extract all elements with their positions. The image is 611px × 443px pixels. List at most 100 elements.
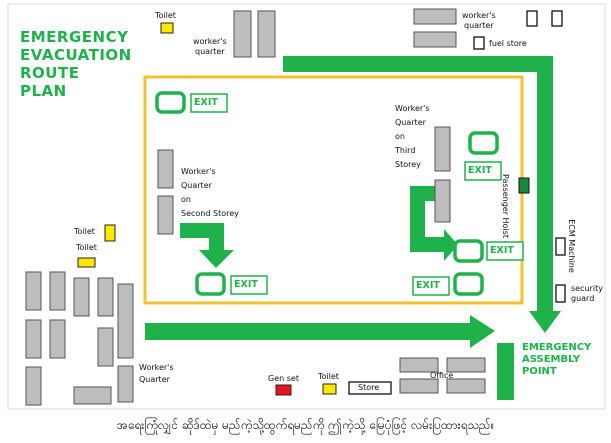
passenger-hoist [518, 177, 530, 194]
store-box [348, 381, 392, 395]
plan-title-line-3: ROUTE [20, 64, 80, 82]
label-workers-quarter-top-right: worker's quarter [462, 11, 496, 31]
quarter-bottom-block-7 [49, 319, 66, 359]
office-block-1 [399, 357, 439, 373]
office-block-4 [446, 378, 486, 394]
label-assembly-point: EMERGENCY ASSEMBLY POINT [522, 342, 591, 378]
label-line: quarter [194, 47, 225, 56]
label-line: EMERGENCY [522, 342, 592, 353]
quarter-top-block-4 [413, 31, 457, 48]
third-storey-block-2 [434, 179, 451, 223]
quarter-bottom-block-8 [97, 327, 114, 367]
small-box-top-1 [526, 10, 538, 27]
exit-sign-bottom-left [230, 275, 268, 295]
label-line: Worker's [139, 363, 174, 372]
label-fuel-store: fuel store [489, 39, 527, 48]
quarter-top-block-3 [413, 8, 457, 25]
label-line: ASSEMBLY [522, 354, 581, 365]
route-right-inner-arrowhead [444, 229, 458, 261]
label-line: security [571, 284, 603, 293]
label-toilet-left-1: Toilet [74, 227, 95, 236]
label-line: Storey [395, 160, 421, 169]
exit-sign-right-lower [412, 276, 450, 296]
label-store: Store [358, 383, 380, 392]
label-third-storey: Worker's Quarter on Third Storey [395, 102, 430, 172]
gen-set-box [275, 384, 292, 396]
quarter-bottom-block-10 [73, 386, 112, 405]
label-workers-quarter-top-left: worker's quarter [193, 37, 227, 57]
quarter-bottom-block-11 [117, 365, 134, 403]
plan-title: EMERGENCY EVACUATION ROUTE PLAN [20, 28, 132, 100]
exit-door-right-upper [468, 131, 499, 155]
route-right-inner-h [410, 237, 446, 252]
route-right-inner-v [410, 186, 425, 252]
label-passenger-hoist: Passenger Hoist [501, 174, 510, 238]
site-boundary [7, 3, 606, 410]
label-toilet-top: Toilet [155, 11, 176, 20]
second-storey-block-2 [157, 195, 174, 235]
quarter-bottom-block-1 [25, 271, 42, 311]
route-right [537, 56, 553, 311]
caption: အရေးကြုံလျှင် ဆိုဒ်ထဲမှ မည်ကဲ့သို့ထွက်ရမ… [116, 418, 495, 432]
route-bottom [145, 323, 473, 340]
label-office: Office [430, 371, 454, 380]
label-line: worker's [193, 37, 227, 46]
label-security-guard: security guard [571, 284, 603, 304]
plan-title-line-2: EVACUATION [20, 46, 132, 64]
office-block-2 [446, 357, 486, 373]
exit-text-top-left: EXIT [194, 97, 218, 108]
label-line: Quarter [395, 118, 426, 127]
plan-title-line-1: EMERGENCY [20, 28, 129, 46]
label-second-storey: Worker's Quarter on Second Storey [181, 165, 239, 221]
toilet-left-2 [77, 257, 96, 268]
label-line: Quarter [181, 181, 212, 190]
exit-sign-top-left [190, 93, 228, 113]
label-line: Worker's [395, 104, 430, 113]
security-guard-box [555, 284, 566, 303]
label-toilet-left-2: Toilet [76, 243, 97, 252]
route-left-inner-arrowhead [199, 250, 234, 268]
label-toilet-bottom: Toilet [318, 372, 339, 381]
quarter-bottom-block-3 [73, 277, 90, 317]
assembly-point-area [497, 343, 514, 400]
quarter-top-block-2 [257, 10, 276, 58]
label-line: Second Storey [181, 209, 239, 218]
evacuation-site-plan [7, 3, 606, 410]
exit-text-right-lower: EXIT [416, 280, 440, 291]
route-bottom-arrowhead [470, 315, 495, 348]
quarter-bottom-block-9 [25, 366, 42, 406]
quarter-bottom-block-4 [97, 277, 114, 317]
exit-door-top-left [155, 91, 186, 114]
route-top [283, 56, 553, 72]
label-line: guard [571, 294, 595, 303]
quarter-bottom-block-5 [117, 283, 134, 359]
exit-sign-right-middle [486, 241, 524, 261]
exit-door-bottom-left [195, 272, 226, 296]
toilet-bottom [322, 383, 337, 395]
label-line: Quarter [139, 375, 170, 384]
exit-door-right-lower [453, 272, 484, 296]
label-line: POINT [522, 366, 557, 377]
route-right-arrowhead [529, 311, 561, 333]
quarter-bottom-block-6 [25, 319, 42, 359]
label-line: worker's [462, 11, 496, 20]
office-block-3 [399, 378, 439, 394]
quarter-top-block-1 [233, 10, 252, 58]
route-left-inner-v [209, 223, 224, 251]
toilet-top [160, 22, 174, 34]
label-line: Worker's [181, 167, 216, 176]
third-storey-block-1 [434, 126, 451, 172]
exit-text-right-upper: EXIT [468, 165, 492, 176]
exit-sign-right-upper [464, 161, 502, 181]
exit-door-right-middle [453, 239, 484, 263]
small-box-top-2 [551, 10, 563, 27]
second-storey-block-1 [157, 149, 174, 189]
exit-text-right-middle: EXIT [490, 245, 514, 256]
fuel-store-box [473, 36, 485, 50]
label-gen-set: Gen set [268, 374, 299, 383]
label-line: on [181, 195, 191, 204]
label-ecm-machine: ECM Machine [567, 219, 576, 273]
toilet-left-1 [104, 224, 116, 242]
quarter-bottom-block-2 [49, 271, 66, 311]
label-workers-quarter-bottom: Worker's Quarter [139, 362, 174, 386]
